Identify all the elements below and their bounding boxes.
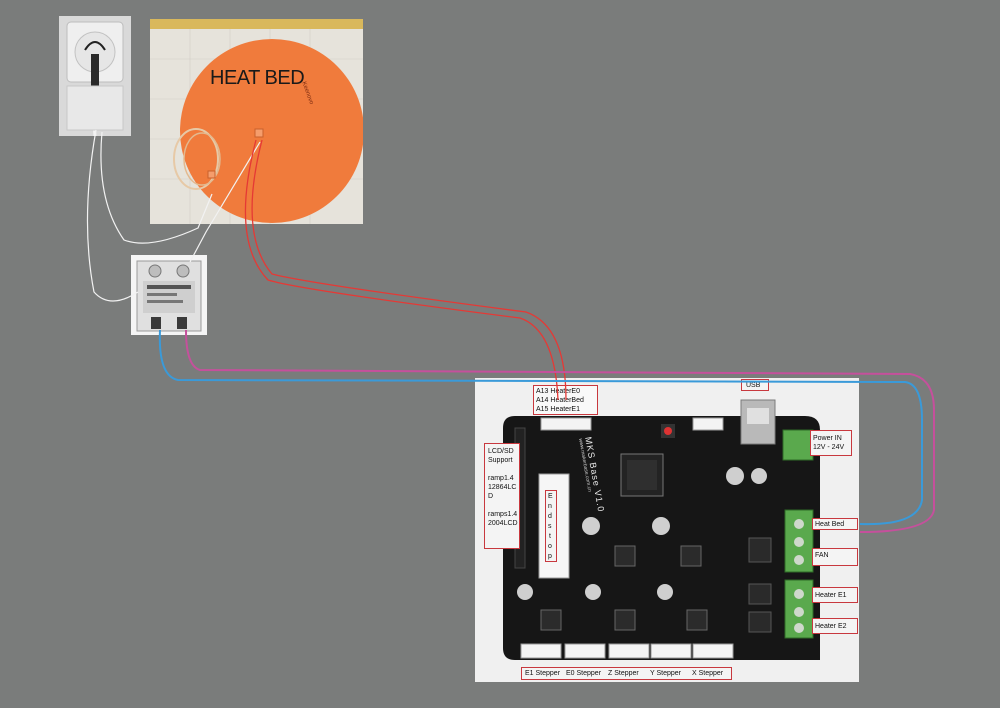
heat-bed-illustration bbox=[150, 19, 364, 224]
fan-label-box bbox=[812, 548, 858, 566]
stepper-label-z: Z Stepper bbox=[608, 670, 639, 677]
pin-label-a13: A13 HeaterE0 bbox=[536, 388, 580, 395]
stepper-label-y: Y Stepper bbox=[650, 670, 682, 677]
heater-e2-label: Heater E2 bbox=[815, 623, 847, 630]
endstop-letter-3: d bbox=[548, 513, 552, 520]
lcd-2004-line-1: ramps1.4 bbox=[488, 511, 518, 518]
usb-label: USB bbox=[746, 382, 761, 389]
heater-e1-label: Heater E1 bbox=[815, 592, 847, 599]
solid-state-relay-photo bbox=[131, 255, 207, 335]
power-in-range: 12V - 24V bbox=[813, 444, 845, 451]
lcd-support-line-2: Support bbox=[488, 457, 513, 464]
stepper-label-x: X Stepper bbox=[692, 670, 724, 677]
controller-board-photo: MKS Base V1.0 www.makerbase.com.cn bbox=[475, 378, 859, 682]
endstop-letter-5: t bbox=[549, 533, 551, 540]
board-illustration bbox=[475, 378, 859, 682]
stepper-labels-box bbox=[521, 667, 732, 680]
wall-outlet-illustration bbox=[59, 16, 131, 137]
endstop-letter-2: n bbox=[548, 503, 552, 510]
lcd-12864-line-2: 12864LC bbox=[488, 484, 517, 491]
heat-bed-terminal-label: Heat Bed bbox=[815, 521, 845, 528]
stepper-label-e0: E0 Stepper bbox=[566, 670, 602, 677]
heat-bed-title: HEAT BED bbox=[210, 67, 305, 89]
fan-label: FAN bbox=[815, 552, 829, 559]
endstop-letter-1: E bbox=[548, 493, 553, 500]
heater-e1-label-box bbox=[812, 587, 858, 603]
lcd-12864-line-3: D bbox=[488, 493, 494, 500]
lcd-support-line-1: LCD/SD bbox=[488, 448, 514, 455]
power-in-title: Power IN bbox=[813, 435, 842, 442]
endstop-letter-6: o bbox=[548, 543, 552, 550]
wall-outlet-photo bbox=[59, 16, 131, 137]
heater-e2-label-box bbox=[812, 618, 858, 634]
stepper-label-e1: E1 Stepper bbox=[525, 670, 561, 677]
lcd-12864-line-1: ramp1.4 bbox=[488, 475, 514, 482]
pin-label-a14: A14 HeaterBed bbox=[536, 397, 584, 404]
ssr-illustration bbox=[131, 255, 207, 335]
endstop-letter-7: p bbox=[548, 553, 552, 560]
heat-bed-photo: HEAT BED Keenovo bbox=[150, 19, 364, 224]
lcd-2004-line-2: 2004LCD bbox=[488, 520, 518, 527]
endstop-letter-4: s bbox=[548, 523, 552, 530]
pin-label-a15: A15 HeaterE1 bbox=[536, 406, 580, 413]
